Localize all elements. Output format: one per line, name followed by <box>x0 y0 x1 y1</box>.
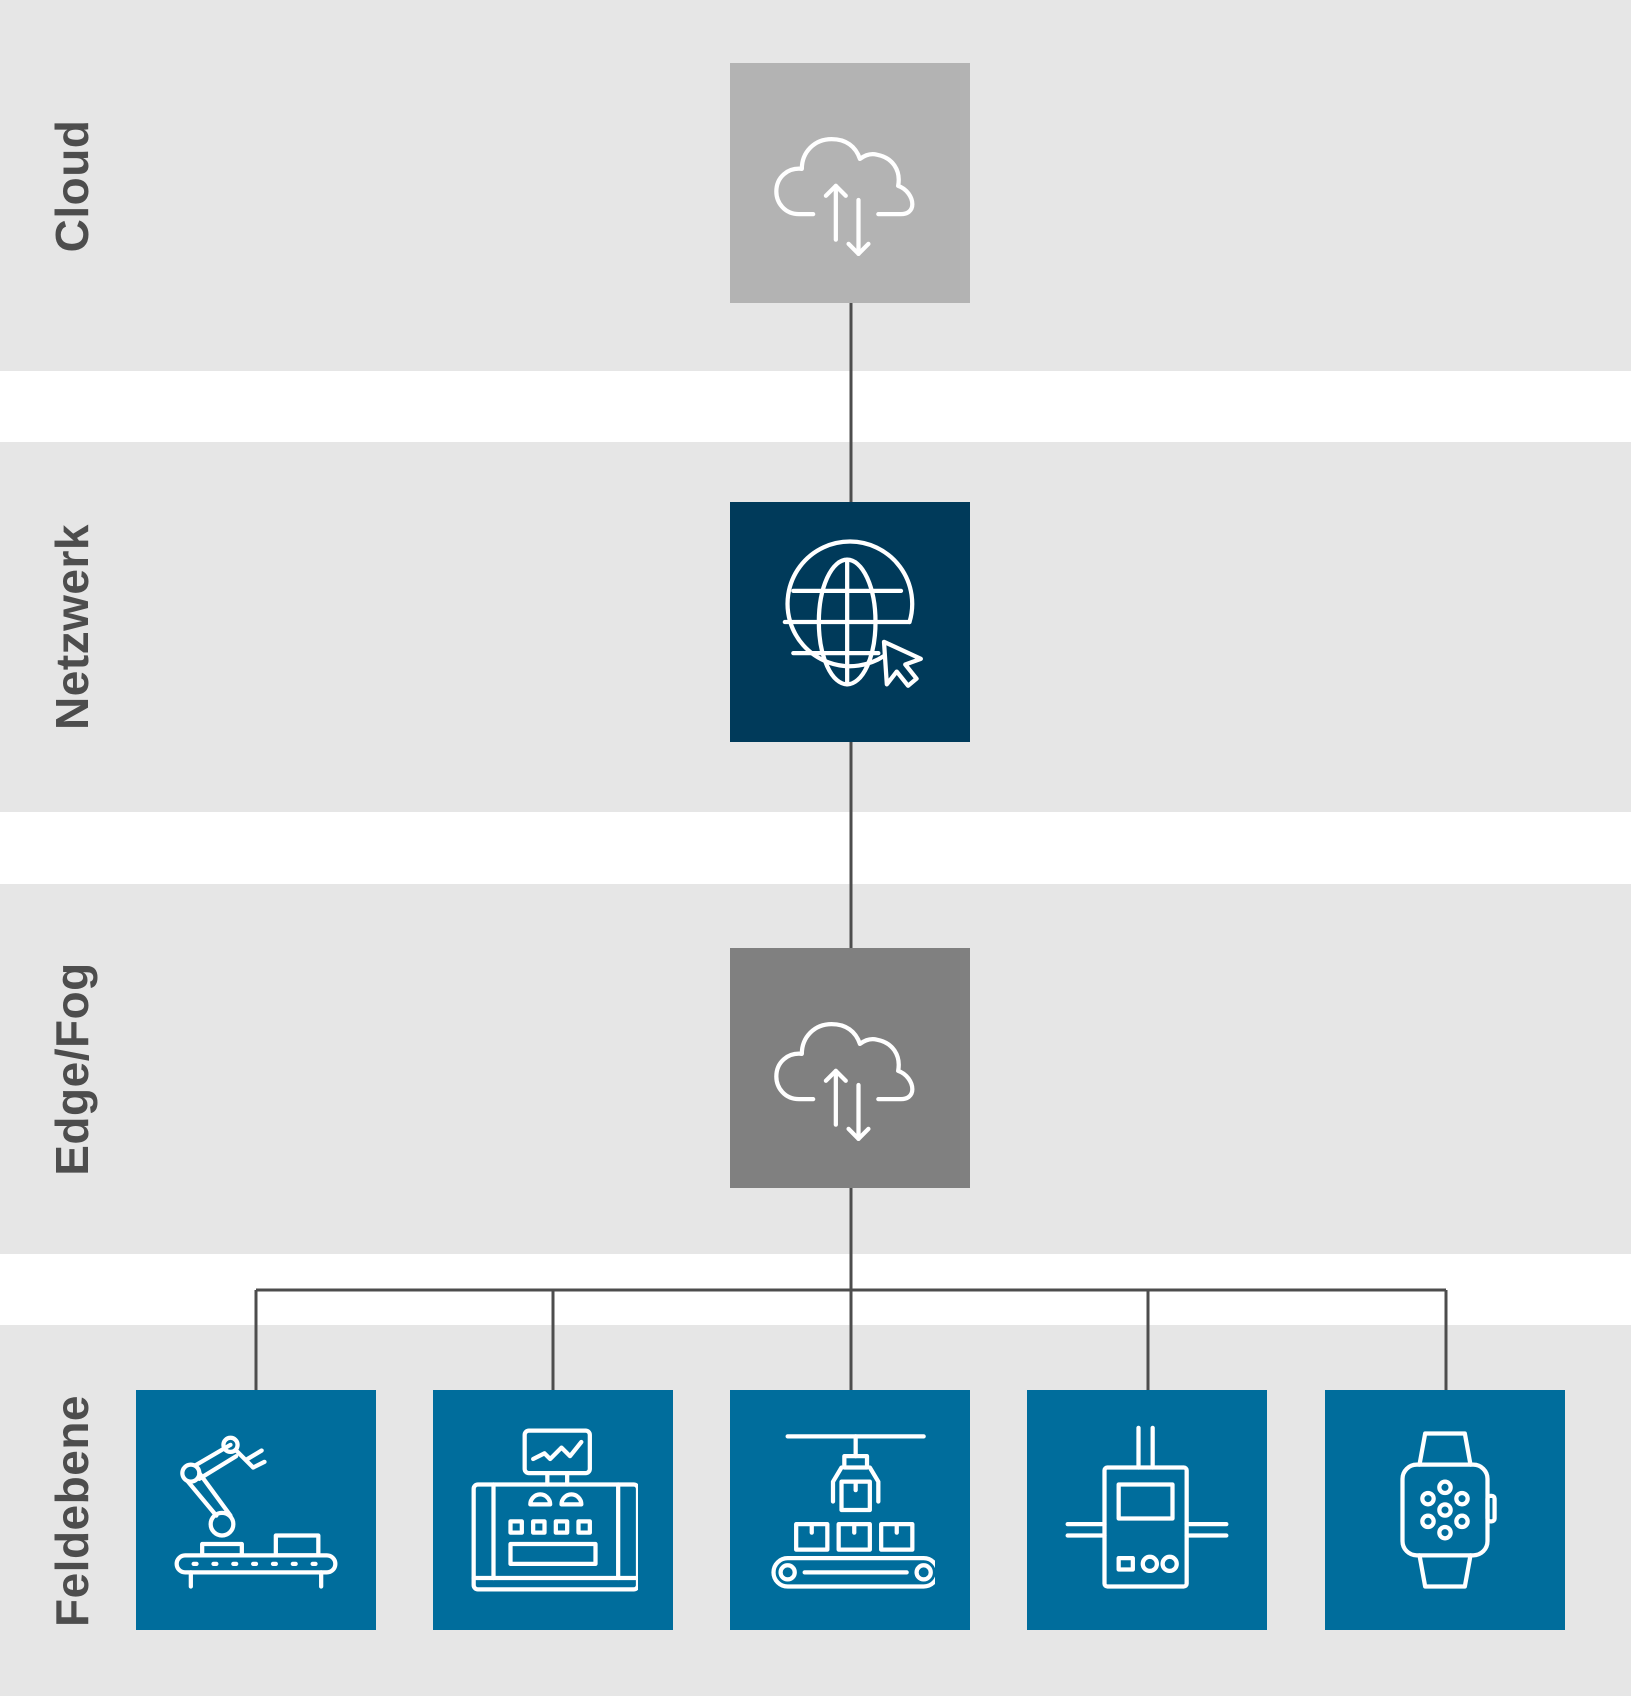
field-node-control-machine <box>433 1390 673 1630</box>
globe-cursor-icon <box>782 539 923 688</box>
edge-node <box>730 948 970 1188</box>
robot-arm-conveyor-icon <box>174 1435 338 1589</box>
cloud-node <box>730 63 970 303</box>
control-machine-icon <box>471 1428 638 1592</box>
pipe-device-icon <box>1065 1425 1229 1589</box>
field-node-pipe-device <box>1027 1390 1267 1630</box>
field-node-robot <box>136 1390 376 1630</box>
smartwatch-icon <box>1400 1431 1497 1589</box>
cloud-sync-icon <box>774 1021 915 1141</box>
cloud-sync-icon <box>774 136 915 256</box>
network-node <box>730 502 970 742</box>
packaging-conveyor-icon <box>771 1434 935 1589</box>
field-node-smartwatch <box>1325 1390 1565 1630</box>
field-node-packaging <box>730 1390 970 1630</box>
